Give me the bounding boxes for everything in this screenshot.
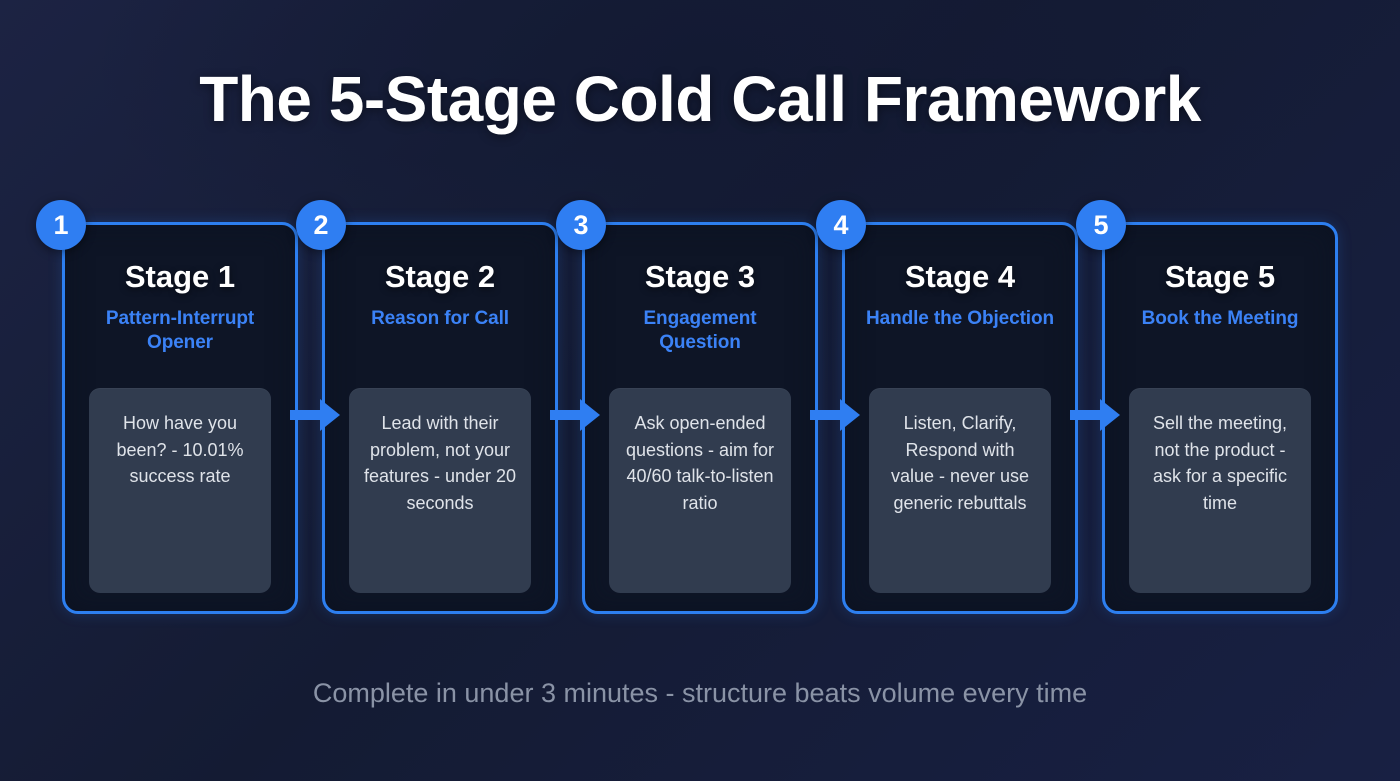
footer-note: Complete in under 3 minutes - structure … [312,678,1088,708]
stage-card-3[interactable]: Stage 3 Engagement Question Ask open-end… [582,222,818,614]
stage-quote-text: Sell the meeting, not the product - ask … [1152,413,1288,513]
stage-quote-box: Listen, Clarify, Respond with value - ne… [869,388,1051,593]
stage-badge-3: 3 [556,200,606,250]
stage-quote-text: Lead with their problem, not your featur… [363,413,517,513]
stage-subtitle: Book the Meeting [1141,307,1299,329]
stage-slot-1: Stage 1 Pattern-Interrupt Opener How hav… [36,200,340,614]
stage-card-4[interactable]: Stage 4 Handle the Objection Listen, Cla… [842,222,1078,614]
stage-slot-5: Stage 5 Book the Meeting Sell the meetin… [1076,200,1338,614]
stage-heading: Stage 4 [904,259,1016,294]
stage-badge-2: 2 [296,200,346,250]
stage-subtitle: Pattern-Interrupt Opener [105,307,255,353]
stage-quote-box: Lead with their problem, not your featur… [349,388,531,593]
stage-heading: Stage 1 [124,259,236,294]
stage-slot-2: Stage 2 Reason for Call Lead with their … [296,200,600,614]
stage-heading: Stage 3 [644,259,756,294]
stage-badge-5: 5 [1076,200,1126,250]
stage-card-2[interactable]: Stage 2 Reason for Call Lead with their … [322,222,558,614]
stage-quote-box: Ask open-ended questions - aim for 40/60… [609,388,791,593]
page-title: The 5-Stage Cold Call Framework [199,63,1201,135]
stage-quote-box: How have you been? - 10.01% success rate [89,388,271,593]
stage-subtitle: Engagement Question [643,307,757,353]
stage-subtitle: Reason for Call [371,307,509,329]
stage-quote-text: Listen, Clarify, Respond with value - ne… [890,413,1030,513]
stage-heading: Stage 5 [1164,259,1276,294]
stage-flow-row: Stage 1 Pattern-Interrupt Opener How hav… [36,200,1338,614]
stage-badge-4: 4 [816,200,866,250]
stage-quote-text: Ask open-ended questions - aim for 40/60… [625,413,775,513]
stage-card-1[interactable]: Stage 1 Pattern-Interrupt Opener How hav… [62,222,298,614]
stage-quote-box: Sell the meeting, not the product - ask … [1129,388,1311,593]
stage-slot-4: Stage 4 Handle the Objection Listen, Cla… [816,200,1120,614]
stage-quote-text: How have you been? - 10.01% success rate [116,413,244,487]
stage-heading: Stage 2 [384,259,496,294]
stage-card-5[interactable]: Stage 5 Book the Meeting Sell the meetin… [1102,222,1338,614]
stage-badge-1: 1 [36,200,86,250]
stage-subtitle: Handle the Objection [865,307,1055,329]
stage-slot-3: Stage 3 Engagement Question Ask open-end… [556,200,860,614]
